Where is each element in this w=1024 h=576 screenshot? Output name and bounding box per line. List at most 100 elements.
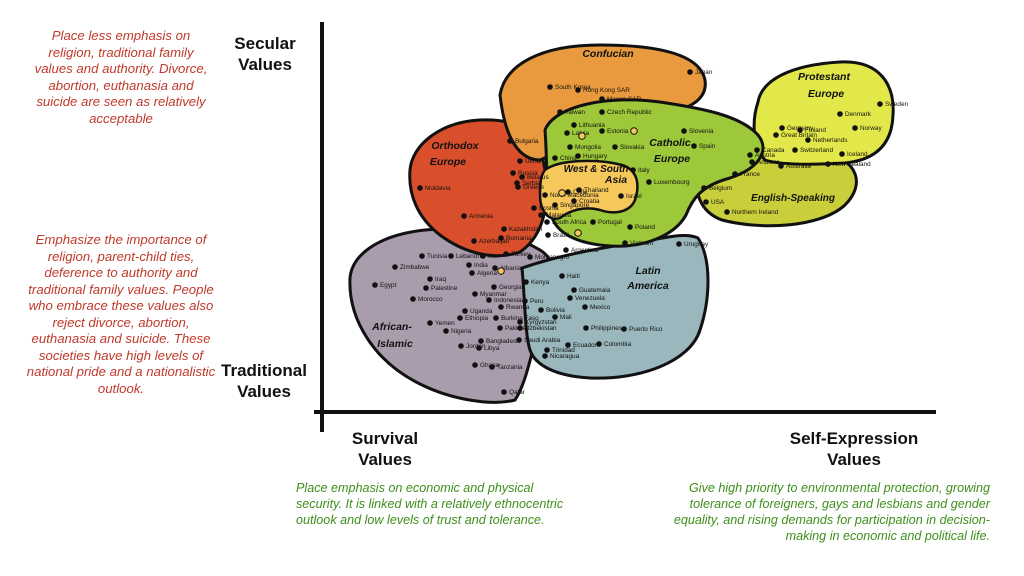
region-label: Asia xyxy=(604,174,627,186)
country-point xyxy=(523,279,529,285)
country-point xyxy=(516,337,522,343)
country-label: Hong Kong SAR xyxy=(583,87,630,94)
country-label: Turkey xyxy=(511,251,531,258)
country-label: Macao SAR xyxy=(607,96,641,103)
highlighted-point xyxy=(558,189,566,197)
country-label: Slovenia xyxy=(689,128,714,135)
country-point xyxy=(691,143,697,149)
country-label: Russia xyxy=(518,170,538,177)
country-label: Croatia xyxy=(579,198,600,205)
country-label: Jordan xyxy=(466,343,486,350)
country-label: Nicaragua xyxy=(550,353,580,360)
country-point xyxy=(681,128,687,134)
country-label: Palestine xyxy=(431,285,458,292)
country-point xyxy=(557,109,563,115)
country-label: Spain xyxy=(699,143,716,150)
country-point xyxy=(583,325,589,331)
country-point xyxy=(703,199,709,205)
country-label: Hungary xyxy=(583,153,608,160)
country-label: Mali xyxy=(560,314,572,321)
country-label: Myanmar xyxy=(480,291,508,298)
country-point xyxy=(498,235,504,241)
region-label: West & South xyxy=(564,164,629,175)
country-point xyxy=(478,338,484,344)
country-point xyxy=(517,319,523,325)
country-point xyxy=(599,96,605,102)
country-point xyxy=(567,295,573,301)
country-label: North Macedonia xyxy=(550,192,599,199)
region-label: Islamic xyxy=(377,338,413,350)
country-point xyxy=(852,125,858,131)
country-label: Nigeria xyxy=(451,328,472,335)
country-label: Singapore xyxy=(560,202,590,209)
country-point xyxy=(510,170,516,176)
country-label: Greece xyxy=(523,184,544,191)
country-point xyxy=(805,137,811,143)
country-label: Lebanon xyxy=(456,253,481,260)
country-label: Rwanda xyxy=(506,304,530,311)
country-label: Azerbaijan xyxy=(479,238,510,245)
country-point xyxy=(517,325,523,331)
country-label: USA xyxy=(711,199,725,206)
country-label: Armenia xyxy=(469,213,493,220)
country-label: Kyrgyzstan xyxy=(525,319,557,326)
country-label: Philippines xyxy=(591,325,622,332)
country-point xyxy=(612,144,618,150)
country-point xyxy=(559,273,565,279)
country-label: Kazakhstan xyxy=(509,226,543,233)
axis-title-traditional: Traditional Values xyxy=(221,361,307,401)
country-point xyxy=(839,151,845,157)
country-point xyxy=(630,167,636,173)
country-point xyxy=(599,128,605,134)
country-point xyxy=(596,341,602,347)
country-label: Finland xyxy=(805,127,826,134)
country-label: Ecuador xyxy=(573,342,598,349)
country-point xyxy=(575,153,581,159)
country-point xyxy=(564,130,570,136)
country-label: Iran xyxy=(488,253,499,260)
country-point xyxy=(493,315,499,321)
country-label: Mongolia xyxy=(575,144,601,151)
axis-title-survival: Survival Values xyxy=(351,429,419,469)
country-point xyxy=(571,198,577,204)
country-point xyxy=(417,185,423,191)
country-point xyxy=(565,189,571,195)
country-point xyxy=(503,251,509,257)
country-point xyxy=(527,254,533,260)
country-point xyxy=(469,270,475,276)
country-point xyxy=(646,179,652,185)
region-label: Europe xyxy=(808,88,844,100)
country-label: Sweden xyxy=(885,101,909,108)
country-point xyxy=(462,308,468,314)
region-label: Orthodox xyxy=(431,140,479,152)
country-point xyxy=(552,314,558,320)
country-point xyxy=(575,87,581,93)
country-label: Uzbekistan xyxy=(525,325,557,332)
country-label: Norway xyxy=(860,125,882,132)
country-point xyxy=(792,147,798,153)
country-label: Netherlands xyxy=(813,137,847,144)
country-label: Austria xyxy=(755,152,775,159)
country-label: Libya xyxy=(484,345,500,352)
country-label: Japan xyxy=(695,69,713,76)
country-label: Saudi Arabia xyxy=(524,337,561,344)
country-label: Taiwan xyxy=(565,109,585,116)
country-point xyxy=(582,304,588,310)
highlighted-point xyxy=(497,267,505,275)
country-point xyxy=(627,224,633,230)
country-point xyxy=(544,219,550,225)
country-point xyxy=(498,304,504,310)
country-point xyxy=(567,144,573,150)
country-label: Vietnam xyxy=(630,240,653,247)
highlighted-point xyxy=(578,132,586,140)
country-point xyxy=(461,213,467,219)
country-label: Australia xyxy=(786,163,811,170)
country-point xyxy=(489,364,495,370)
country-label: Burkina Faso xyxy=(501,315,539,322)
country-label: Lithuania xyxy=(579,122,605,129)
country-label: Argentina xyxy=(571,247,599,254)
country-point xyxy=(590,219,596,225)
country-point xyxy=(773,132,779,138)
country-point xyxy=(621,326,627,332)
country-point xyxy=(545,232,551,238)
